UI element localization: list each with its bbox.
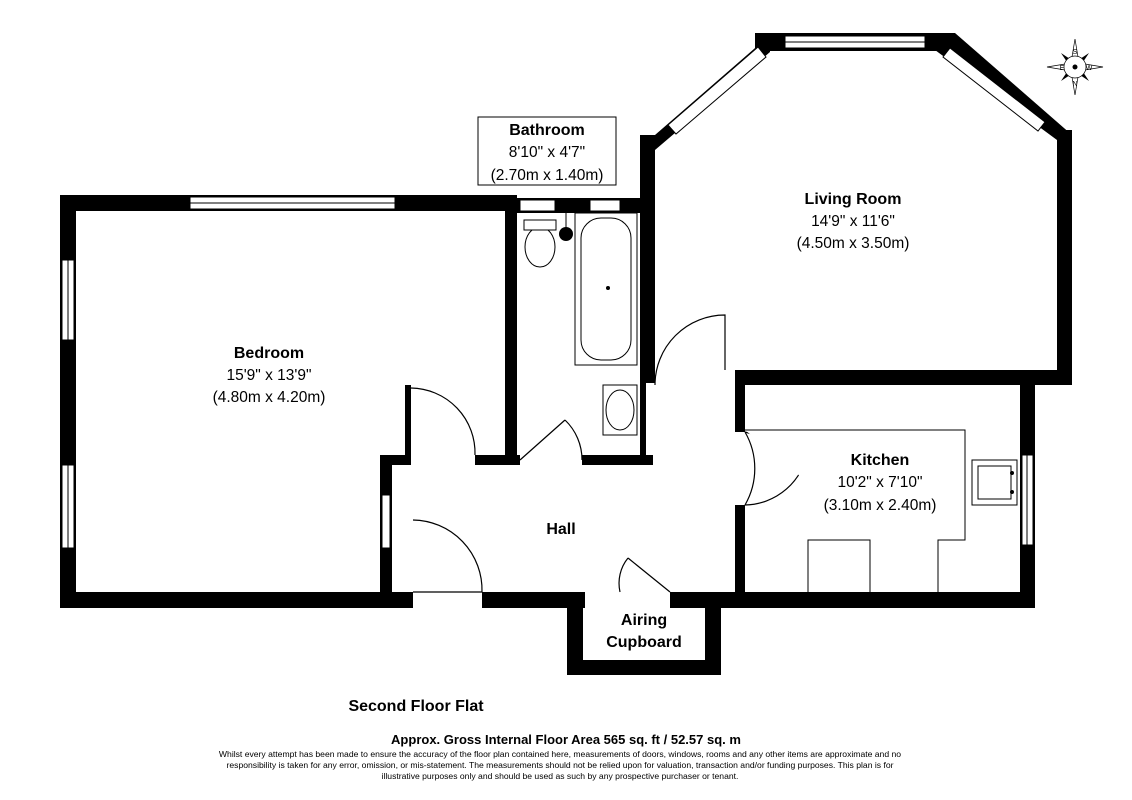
compass-e: E [1060, 65, 1065, 72]
living-room-imperial: 14'9" x 11'6" [811, 213, 895, 230]
airing-cupboard-line2: Cupboard [606, 634, 682, 651]
disclaimer: Whilst every attempt has been made to en… [218, 749, 902, 781]
windows [61, 35, 1046, 549]
living-room-metric: (4.50m x 3.50m) [797, 235, 910, 252]
floor-area: Approx. Gross Internal Floor Area 565 sq… [391, 732, 741, 747]
kitchen-name: Kitchen [851, 452, 910, 469]
bedroom-name: Bedroom [234, 345, 304, 362]
compass-n: N [1072, 81, 1077, 88]
bathroom-label-box [477, 116, 617, 186]
compass-icon: S N E W [1046, 38, 1104, 96]
doors [410, 314, 809, 593]
floor-title: Second Floor Flat [348, 698, 484, 715]
hall-name: Hall [546, 521, 575, 538]
fixtures [523, 211, 1018, 592]
airing-cupboard-line1: Airing [621, 612, 667, 629]
living-room-name: Living Room [805, 191, 902, 208]
bedroom-imperial: 15'9" x 13'9" [226, 367, 311, 384]
bedroom-metric: (4.80m x 4.20m) [213, 389, 326, 406]
kitchen-imperial: 10'2" x 7'10" [837, 474, 922, 491]
bathroom-name: Bathroom [509, 122, 585, 139]
bathroom-metric: (2.70m x 1.40m) [491, 167, 604, 184]
compass-w: W [1086, 65, 1093, 72]
bathroom-imperial: 8'10" x 4'7" [509, 144, 585, 161]
compass-s: S [1073, 49, 1078, 56]
kitchen-metric: (3.10m x 2.40m) [824, 497, 937, 514]
